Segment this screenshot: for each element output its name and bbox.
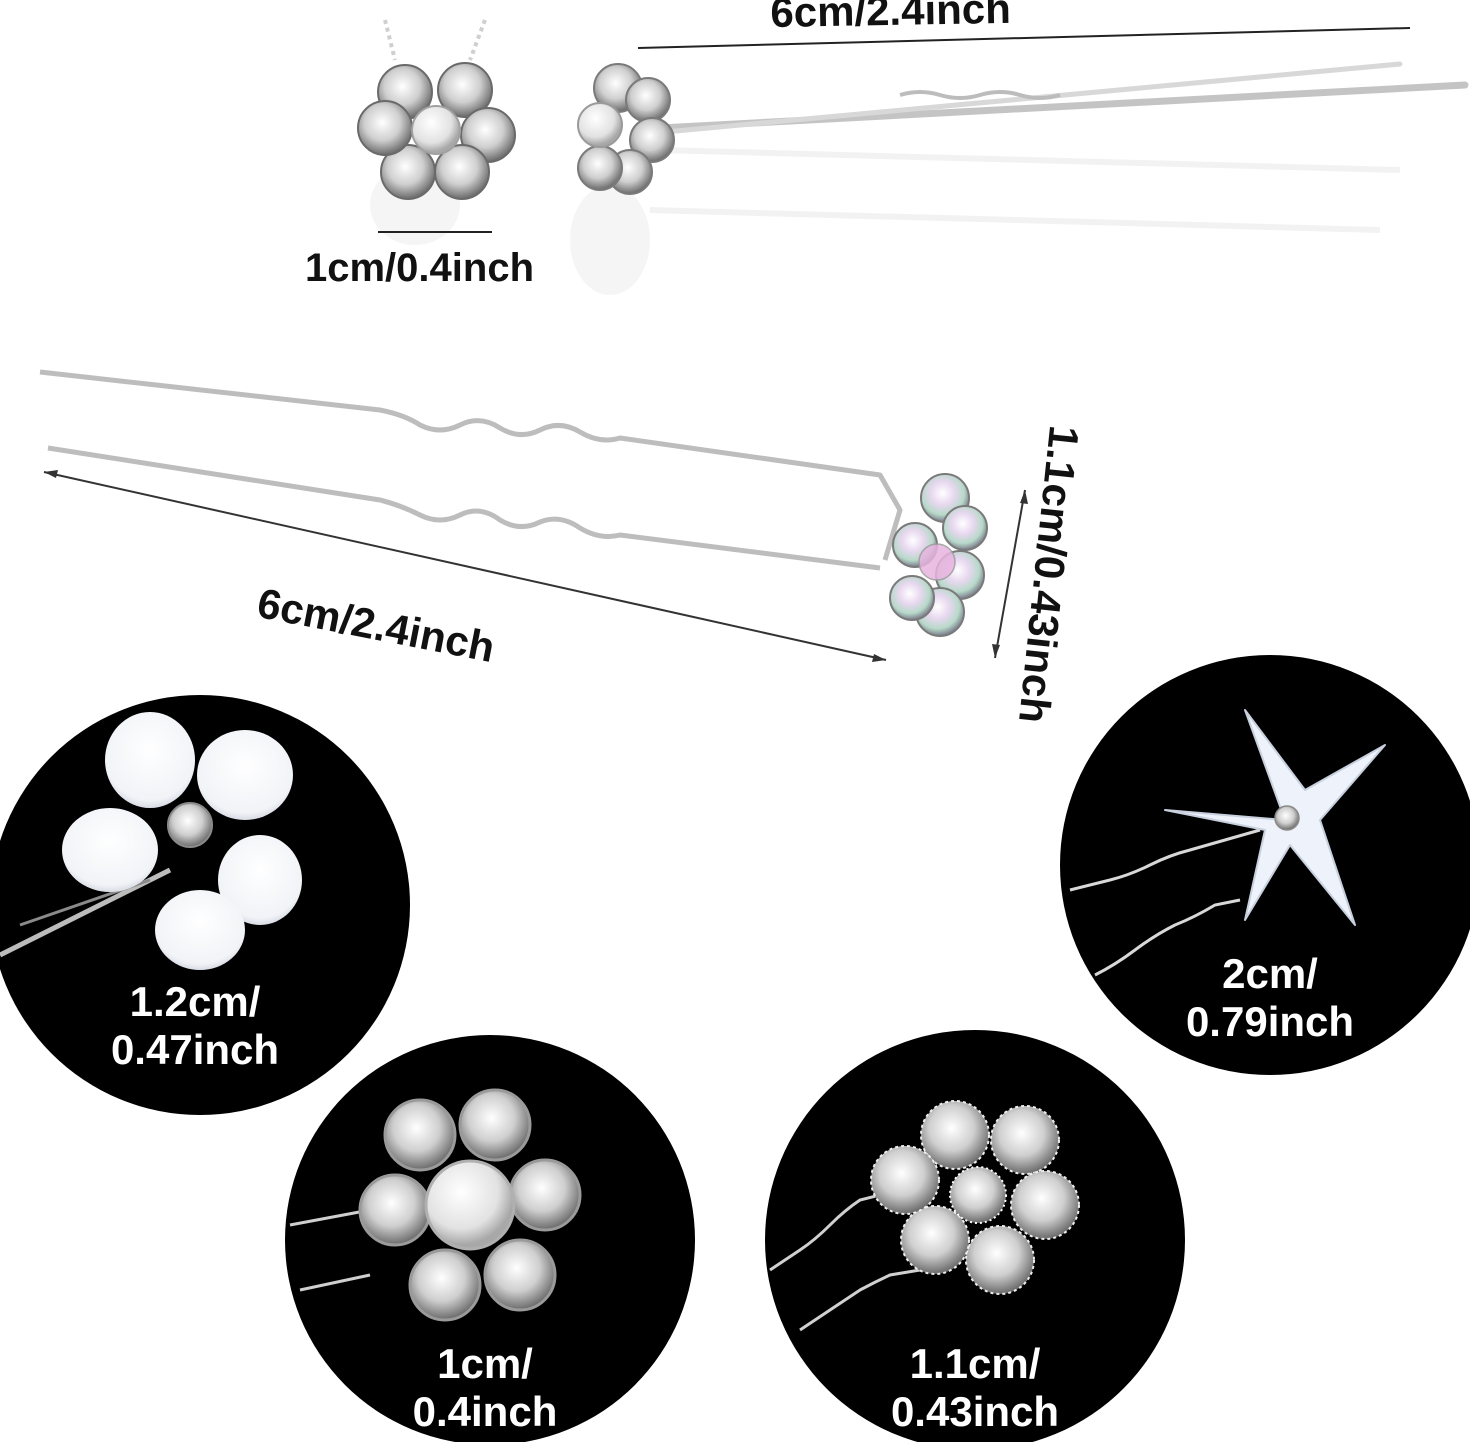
circle-label-line2: 0.43inch (890, 1388, 1060, 1435)
middle-length-dimension-line (43, 470, 887, 662)
middle-ab-flower-icon (889, 473, 988, 637)
top-front-flower-icon (357, 19, 516, 200)
top-length-label: 6cm/2.4inch (769, 0, 1012, 36)
detail-circle-rhinestone-flower (765, 1030, 1185, 1442)
circle-label-white-flower: 1.2cm/ 0.47inch (60, 978, 330, 1074)
circle-label-line2: 0.4inch (412, 1388, 558, 1435)
top-side-flower-icon (577, 63, 675, 195)
circle-label-line1: 2cm/ (1222, 950, 1318, 997)
white-petal-flower-icon (0, 712, 302, 970)
circle-label-line1: 1.1cm/ (909, 1340, 1041, 1387)
detail-circle-white-flower (0, 695, 410, 1115)
detail-circle-star-flower (1060, 655, 1470, 1075)
circle-label-line2: 0.79inch (1185, 998, 1355, 1045)
star-flower-icon (1069, 709, 1386, 977)
top-length-dimension-line (637, 27, 1411, 49)
circle-label-rhinestone-flower: 1.1cm/ 0.43inch (860, 1340, 1090, 1436)
circle-label-line2: 0.47inch (110, 1026, 280, 1073)
top-head-label: 1cm/0.4inch (305, 246, 535, 290)
detail-circle-pearl-flower (285, 1035, 695, 1442)
circle-label-pearl-flower: 1cm/ 0.4inch (370, 1340, 600, 1436)
rhinestone-flower-icon (769, 1100, 1080, 1332)
middle-head-dimension-line (992, 489, 1028, 659)
circle-label-line1: 1.2cm/ (129, 978, 261, 1025)
circle-label-star-flower: 2cm/ 0.79inch (1145, 950, 1395, 1046)
circle-label-line1: 1cm/ (437, 1340, 533, 1387)
top-hairpin (370, 61, 1469, 295)
middle-hairpin (39, 369, 988, 637)
pearl-flower-icon (289, 1088, 582, 1322)
